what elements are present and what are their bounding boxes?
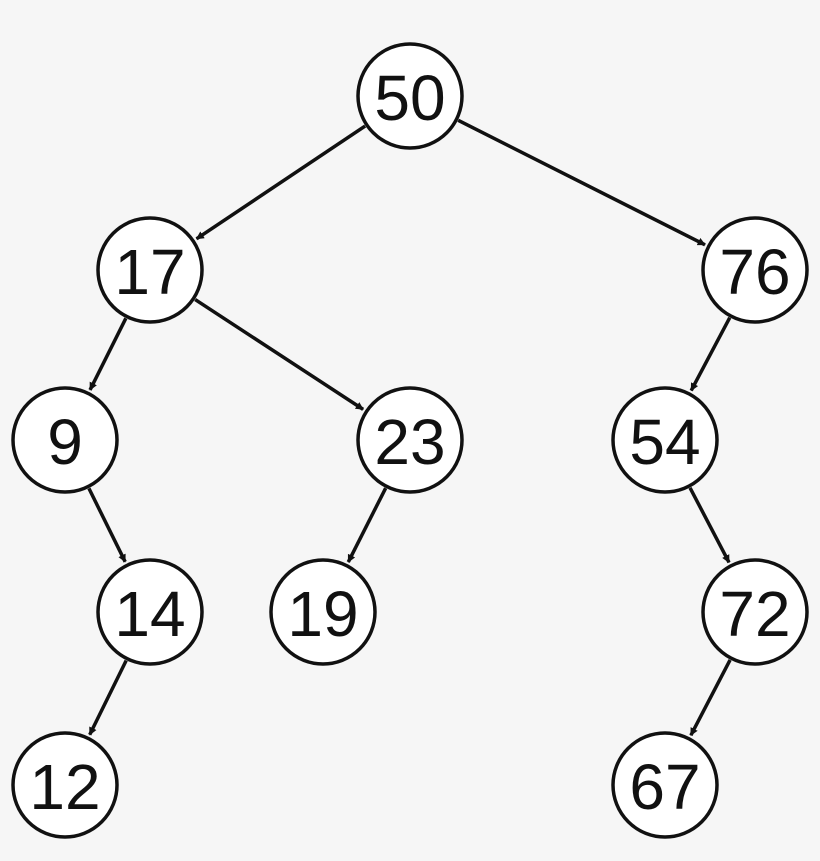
edge-arrow: [194, 298, 365, 411]
node-label: 9: [47, 406, 83, 478]
node-label: 72: [719, 578, 790, 650]
edge-arrow: [457, 118, 706, 247]
edges: [87, 118, 732, 737]
edge-arrow: [195, 124, 367, 241]
edge-arrow: [87, 487, 127, 563]
edge-arrow: [689, 659, 732, 737]
tree-node: 17: [96, 216, 204, 324]
nodes: 50 17 76 9 23 54 14 19 72 12 67: [11, 42, 809, 839]
edge-arrow: [88, 317, 128, 391]
node-label: 54: [629, 406, 700, 478]
tree-node: 19: [269, 558, 377, 666]
tree-node: 14: [96, 558, 204, 666]
edge-arrow: [688, 487, 731, 564]
node-circle: [611, 731, 719, 839]
node-label: 23: [374, 406, 445, 478]
tree-node: 76: [701, 216, 809, 324]
node-circle: [701, 558, 809, 666]
node-label: 67: [629, 751, 700, 823]
tree-node: 9: [11, 386, 119, 494]
tree-node: 67: [611, 731, 719, 839]
node-circle: [96, 216, 204, 324]
edge-arrow: [88, 659, 128, 736]
node-label: 76: [719, 236, 790, 308]
node-circle: [611, 386, 719, 494]
node-circle: [269, 558, 377, 666]
node-label: 12: [29, 751, 100, 823]
tree-node: 72: [701, 558, 809, 666]
tree-node: 23: [356, 386, 464, 494]
edge-arrow: [346, 487, 388, 563]
node-circle: [701, 216, 809, 324]
node-circle: [11, 386, 119, 494]
node-circle: [11, 731, 119, 839]
node-label: 14: [114, 578, 185, 650]
node-circle: [356, 386, 464, 494]
tree-node: 54: [611, 386, 719, 494]
node-circle: [96, 558, 204, 666]
node-label: 17: [114, 236, 185, 308]
node-label: 50: [374, 62, 445, 134]
node-label: 19: [287, 578, 358, 650]
node-circle: [356, 42, 464, 150]
tree-node: 50: [356, 42, 464, 150]
tree-node: 12: [11, 731, 119, 839]
edge-arrow: [689, 316, 732, 392]
